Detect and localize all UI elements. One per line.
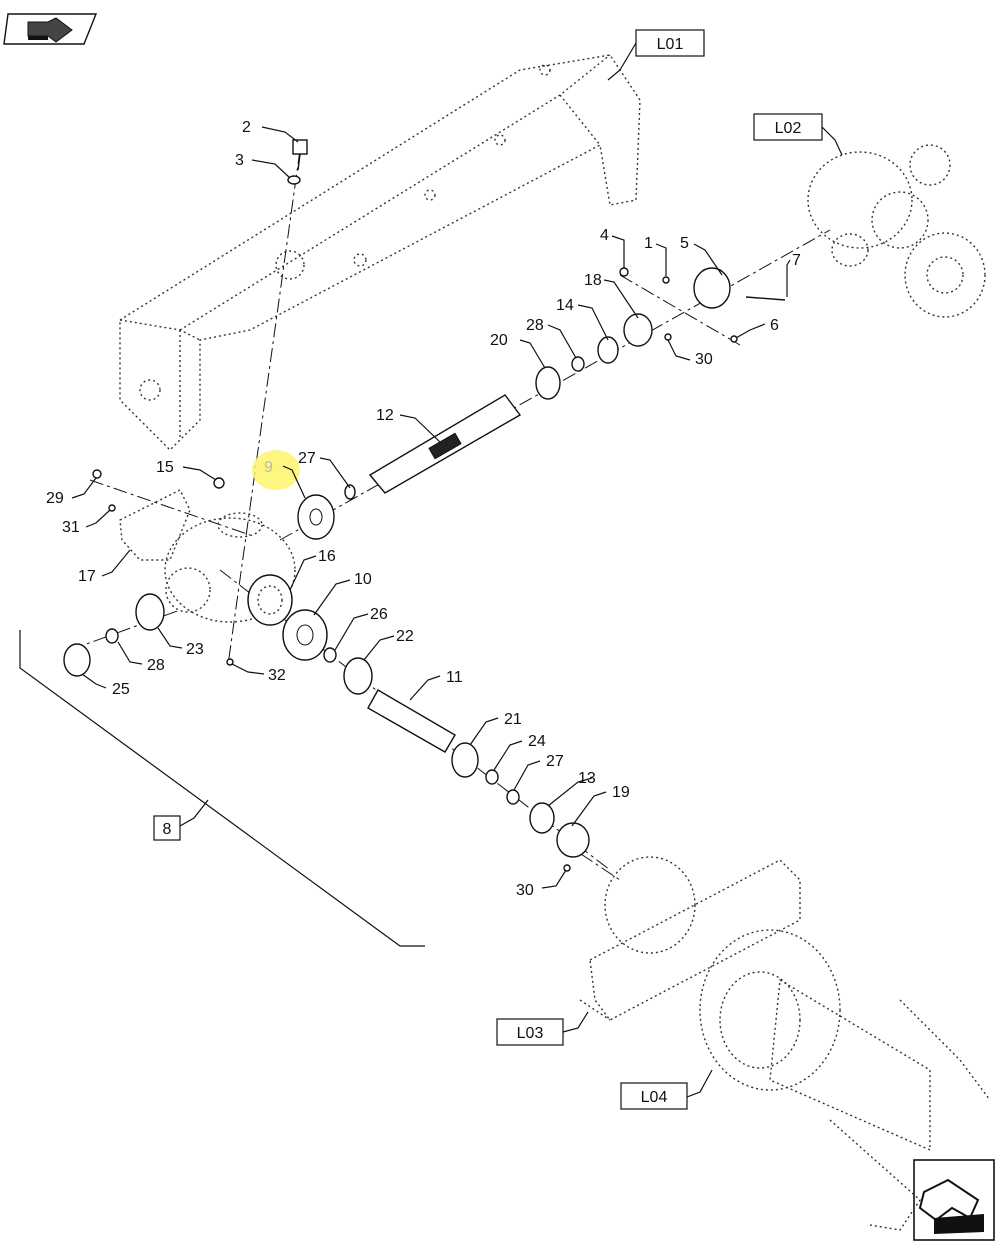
svg-text:L03: L03 xyxy=(517,1025,544,1042)
callout-12: 12 xyxy=(376,407,394,424)
bevel-gear-10 xyxy=(282,609,328,661)
callout-26: 26 xyxy=(370,606,388,623)
callout-10: 10 xyxy=(354,571,372,588)
callout-14: 14 xyxy=(556,297,574,314)
ref-box-l04[interactable]: L04 xyxy=(620,1082,688,1110)
callout-30a: 30 xyxy=(695,351,713,368)
svg-text:L04: L04 xyxy=(641,1089,668,1106)
bolts-and-pins xyxy=(92,139,786,872)
callout-31: 31 xyxy=(62,519,80,536)
callout-13: 13 xyxy=(578,770,596,787)
callout-28a: 28 xyxy=(526,317,544,334)
ref-box-assembly-8[interactable]: 8 xyxy=(153,815,181,841)
svg-text:8: 8 xyxy=(163,821,172,838)
callout-20: 20 xyxy=(490,332,508,349)
callout-30b: 30 xyxy=(516,882,534,899)
callout-16: 16 xyxy=(318,548,336,565)
callout-25: 25 xyxy=(112,681,130,698)
callout-5: 5 xyxy=(680,235,689,252)
ref-box-l03[interactable]: L03 xyxy=(496,1018,564,1046)
lower-assembly-l03-l04 xyxy=(579,856,991,1231)
svg-text:L02: L02 xyxy=(775,120,802,137)
bearings-and-rings xyxy=(63,267,731,858)
gasket xyxy=(119,489,191,561)
callout-32: 32 xyxy=(268,667,286,684)
callout-9-highlighted: 9 xyxy=(264,459,273,476)
svg-text:L01: L01 xyxy=(657,36,684,53)
leader-lines xyxy=(19,42,843,1098)
callout-24: 24 xyxy=(528,733,546,750)
callout-3: 3 xyxy=(235,152,244,169)
ref-box-l02[interactable]: L02 xyxy=(753,113,823,141)
callout-17: 17 xyxy=(78,568,96,585)
highlight-marker xyxy=(252,450,300,490)
callout-2: 2 xyxy=(242,119,251,136)
ref-box-l01[interactable]: L01 xyxy=(635,29,705,57)
callout-21: 21 xyxy=(504,711,522,728)
gearbox-housing xyxy=(164,512,296,626)
callout-23: 23 xyxy=(186,641,204,658)
callout-27b: 27 xyxy=(546,753,564,770)
callout-7: 7 xyxy=(792,252,801,269)
shaft-11 xyxy=(367,689,456,753)
callout-6: 6 xyxy=(770,317,779,334)
shaft-12 xyxy=(368,394,522,494)
center-axes xyxy=(69,149,831,881)
gearbox-l02 xyxy=(807,144,986,318)
previous-page-icon[interactable] xyxy=(3,13,98,45)
callout-29: 29 xyxy=(46,490,64,507)
callout-4: 4 xyxy=(600,227,609,244)
callout-19: 19 xyxy=(612,784,630,801)
callout-27a: 27 xyxy=(298,450,316,467)
callout-11: 11 xyxy=(446,669,463,686)
callout-18: 18 xyxy=(584,272,602,289)
frame-beam-l01 xyxy=(119,54,641,451)
next-page-icon[interactable] xyxy=(913,1159,995,1241)
callout-15: 15 xyxy=(156,459,174,476)
part-callouts: 2 3 4 1 5 7 6 18 14 28 20 30 12 9 27 15 … xyxy=(46,119,801,899)
bevel-gear-9 xyxy=(297,494,335,540)
callout-1: 1 xyxy=(644,235,653,252)
callout-22: 22 xyxy=(396,628,414,645)
callout-28b: 28 xyxy=(147,657,165,674)
